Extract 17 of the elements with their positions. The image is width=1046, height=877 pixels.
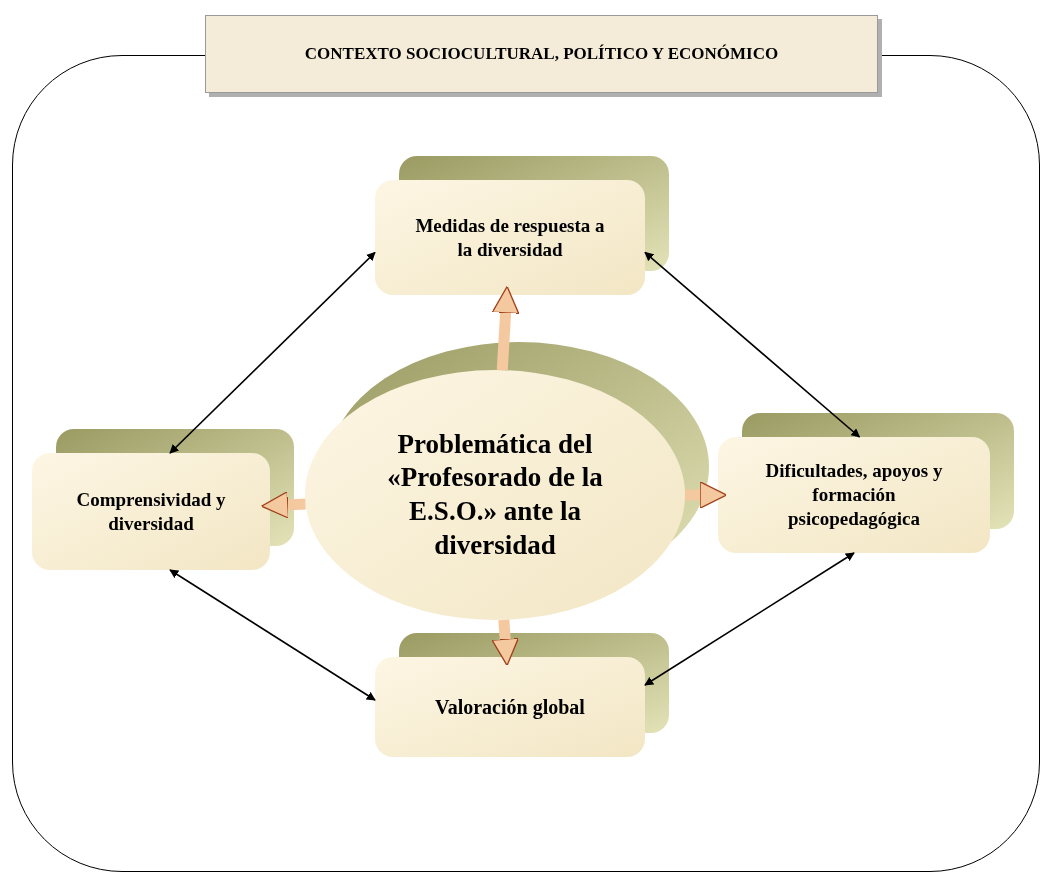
process-box	[32, 453, 270, 570]
process-box	[718, 437, 990, 553]
block-arrow	[260, 491, 306, 519]
double-arrow	[169, 251, 376, 454]
box-label: Medidas de respuesta a la diversidad	[414, 213, 606, 262]
box-label: Dificultades, apoyos y formación psicopedagógica	[764, 459, 944, 531]
process-box	[375, 180, 645, 295]
process-box	[375, 657, 645, 757]
block-arrow	[685, 481, 728, 509]
block-arrow	[491, 619, 519, 667]
block-arrow	[491, 285, 520, 371]
box-label: Problemática del «Profesorado de la E.S.O.» ante la diversidad	[386, 427, 604, 562]
double-arrow	[169, 569, 376, 701]
double-arrow	[644, 251, 861, 438]
box-label: Comprensividad y diversidad	[75, 487, 227, 536]
double-arrow	[644, 552, 855, 686]
box-label: Valoración global	[435, 694, 585, 720]
